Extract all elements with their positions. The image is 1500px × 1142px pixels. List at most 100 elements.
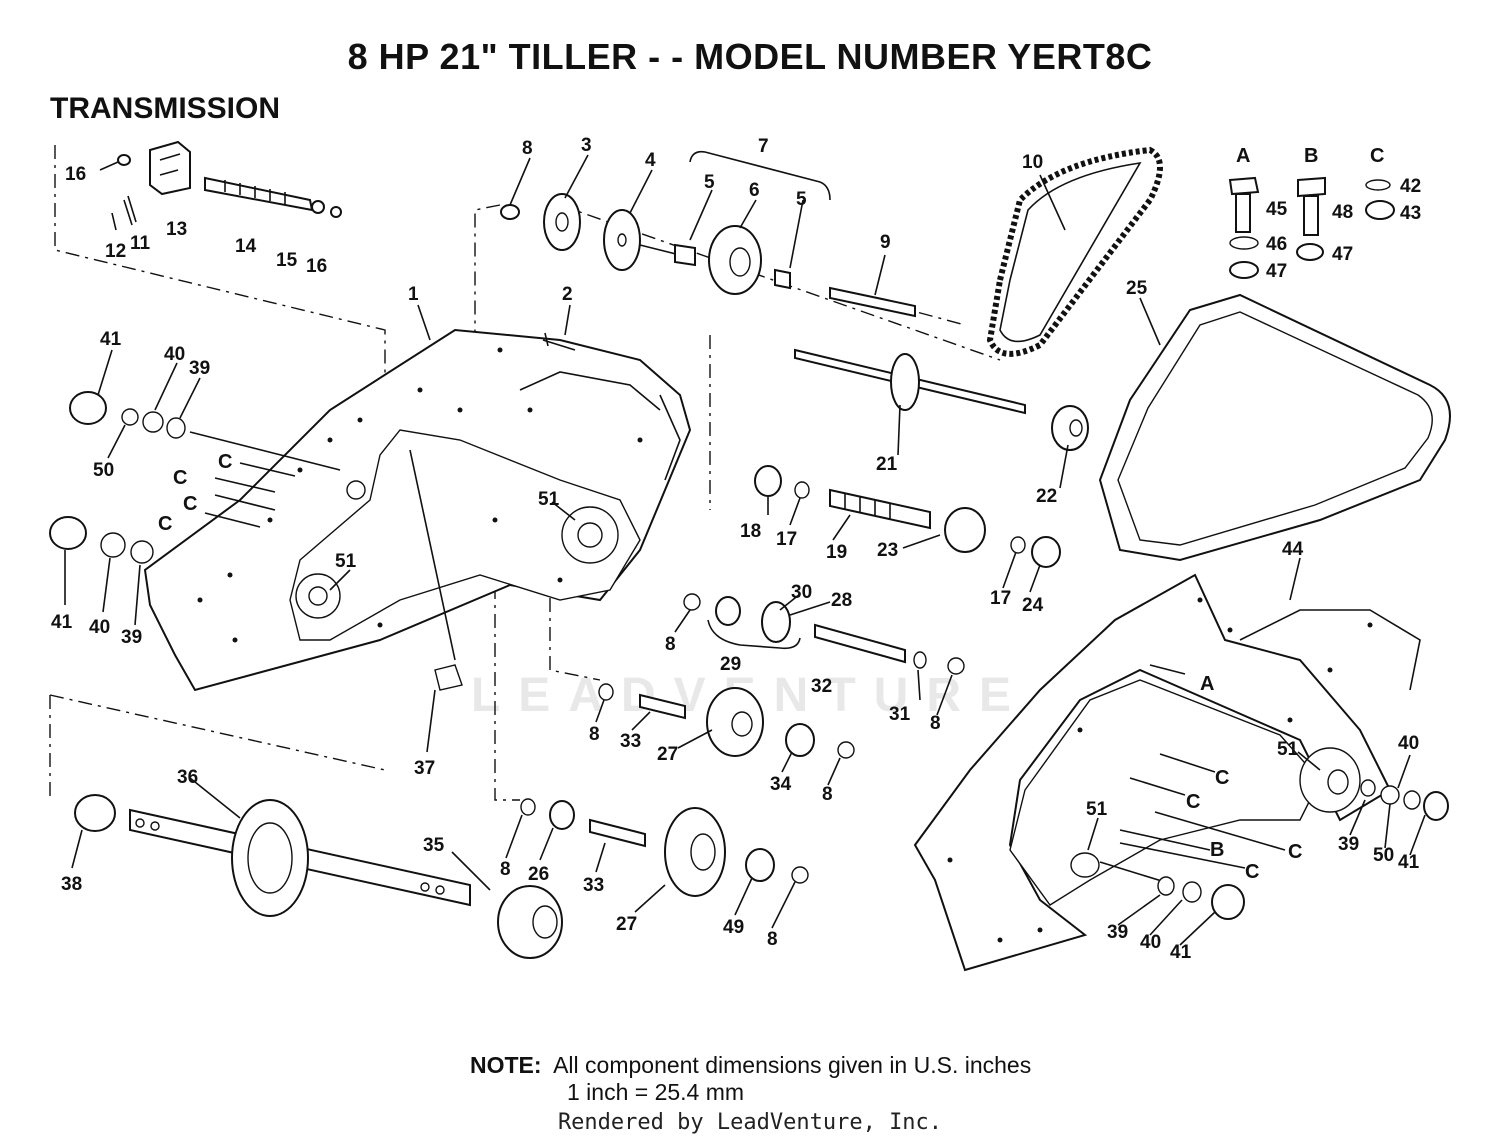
dash-guide-center: [549, 335, 711, 681]
upper-drive-parts: [500, 150, 916, 351]
callout-18: 18: [740, 521, 761, 542]
callout-7: 7: [758, 136, 769, 157]
letter-b: B: [1210, 839, 1224, 861]
axle-assembly: [74, 449, 563, 959]
callout-41: 41: [100, 329, 122, 350]
callout-40: 40: [164, 344, 185, 365]
shaft-21: [794, 348, 1089, 451]
letter-c: C: [173, 467, 187, 489]
callout-9: 9: [880, 232, 891, 253]
callout-17: 17: [776, 529, 797, 550]
callout-16: 16: [306, 256, 327, 277]
callout-51: 51: [335, 551, 357, 572]
callout-45: 45: [1266, 199, 1288, 220]
callout-39: 39: [189, 358, 210, 379]
callout-31: 31: [889, 704, 911, 725]
housing-right: [913, 573, 1421, 972]
callout-51: 51: [538, 489, 560, 510]
callout-11: 11: [130, 233, 151, 254]
callout-8: 8: [500, 859, 511, 880]
callout-21: 21: [876, 454, 898, 475]
shaft-19-row: [754, 465, 1061, 568]
callout-51: 51: [1277, 739, 1299, 760]
note-label: NOTE:: [470, 1052, 542, 1078]
callout-50: 50: [1373, 845, 1394, 866]
letter-a: A: [1200, 673, 1214, 695]
housing-left: [143, 328, 692, 692]
letter-c: C: [1186, 791, 1200, 813]
callout-50: 50: [93, 460, 114, 481]
callout-6: 6: [749, 180, 760, 201]
letter-c: C: [158, 513, 172, 535]
callout-28: 28: [831, 590, 852, 611]
leader-lines: [64, 154, 1426, 946]
callout-14: 14: [235, 236, 257, 257]
callout-33: 33: [620, 731, 641, 752]
callout-34: 34: [770, 774, 792, 795]
callout-27: 27: [616, 914, 637, 935]
callout-47: 47: [1266, 261, 1287, 282]
callout-24: 24: [1022, 595, 1044, 616]
letter-c: C: [1245, 861, 1259, 883]
callout-49: 49: [723, 917, 744, 938]
svg-text:A: A: [1236, 145, 1250, 167]
letter-c: C: [1215, 767, 1229, 789]
callout-47: 47: [1332, 244, 1353, 265]
callout-3: 3: [581, 135, 592, 156]
svg-text:C: C: [1370, 145, 1384, 167]
callout-17: 17: [990, 588, 1011, 609]
callout-40: 40: [1398, 733, 1419, 754]
gasket: [1098, 293, 1451, 562]
callout-8: 8: [522, 138, 533, 159]
callout-39: 39: [1107, 922, 1128, 943]
callout-35: 35: [423, 835, 445, 856]
left-bearings: [49, 391, 341, 564]
callout-29: 29: [720, 654, 741, 675]
letter-callouts: C C C C A C C C B C: [158, 451, 1302, 883]
drive-chain: [986, 146, 1163, 357]
callout-8: 8: [930, 713, 941, 734]
rendered-by-footer: Rendered by LeadVenture, Inc.: [557, 1110, 943, 1135]
callout-2: 2: [562, 284, 573, 305]
callout-1: 1: [408, 284, 419, 305]
callout-8: 8: [822, 784, 833, 805]
callout-8: 8: [589, 724, 600, 745]
callout-39: 39: [1338, 834, 1359, 855]
lower-gear-parts: [520, 683, 855, 897]
callout-48: 48: [1332, 202, 1353, 223]
section-heading: TRANSMISSION: [50, 92, 281, 125]
callout-46: 46: [1266, 234, 1287, 255]
number-callouts: 16 13 11 12 14 15 16 8 3 4 7 5 6 5 9 10 …: [51, 135, 1421, 963]
callout-44: 44: [1282, 539, 1304, 560]
callout-25: 25: [1126, 278, 1148, 299]
callout-22: 22: [1036, 486, 1057, 507]
callout-19: 19: [826, 542, 847, 563]
hardware-key: A B C: [1228, 145, 1395, 279]
callout-23: 23: [877, 540, 898, 561]
callout-40: 40: [89, 617, 110, 638]
callout-13: 13: [166, 219, 187, 240]
callout-26: 26: [528, 864, 549, 885]
callout-43: 43: [1400, 203, 1421, 224]
callout-5: 5: [796, 189, 807, 210]
callout-38: 38: [61, 874, 82, 895]
callout-41: 41: [1170, 942, 1192, 963]
callout-8: 8: [767, 929, 778, 950]
letter-c: C: [218, 451, 232, 473]
callout-42: 42: [1400, 176, 1421, 197]
note-line-1: All component dimensions given in U.S. i…: [553, 1052, 1032, 1078]
dash-frame-bottom-left: [49, 694, 386, 800]
callout-8: 8: [665, 634, 676, 655]
callout-10: 10: [1022, 152, 1043, 173]
callout-30: 30: [791, 582, 812, 603]
callout-5: 5: [704, 172, 715, 193]
callout-32: 32: [811, 676, 832, 697]
callout-41: 41: [1398, 852, 1420, 873]
callout-4: 4: [645, 150, 656, 171]
callout-27: 27: [657, 744, 678, 765]
shifter-assembly: [99, 140, 342, 231]
callout-39: 39: [121, 627, 142, 648]
note-line-2: 1 inch = 25.4 mm: [567, 1079, 745, 1105]
callout-37: 37: [414, 758, 435, 779]
